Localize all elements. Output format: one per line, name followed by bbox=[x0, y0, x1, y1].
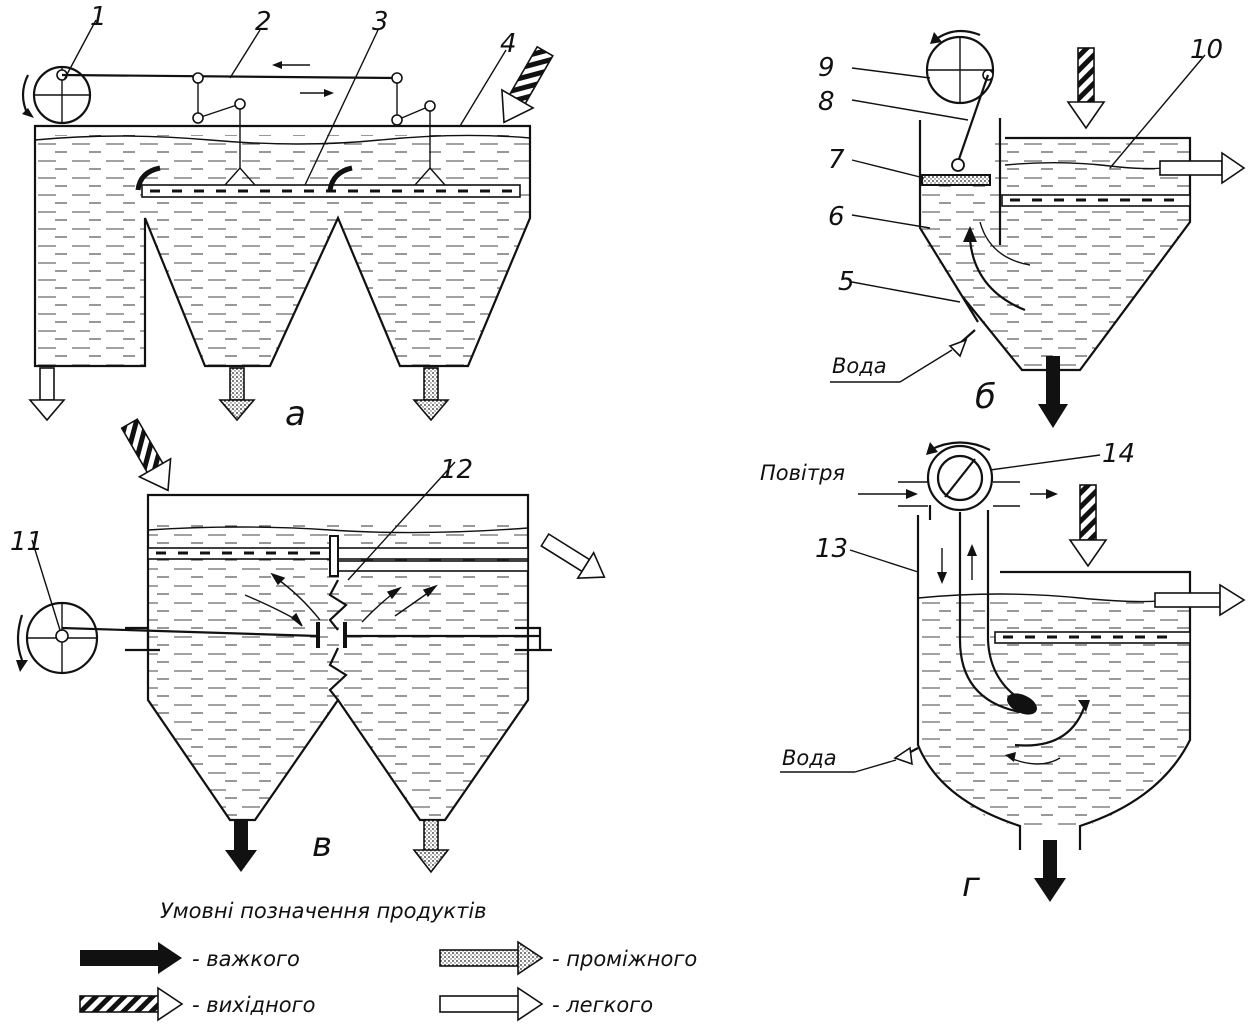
label-10: 10 bbox=[1190, 35, 1223, 65]
diagram-g bbox=[780, 441, 1246, 902]
label-11: 11 bbox=[10, 527, 43, 557]
feed-arrow-v bbox=[120, 418, 172, 492]
piston-7 bbox=[921, 174, 991, 186]
rod-8 bbox=[956, 74, 990, 163]
legend: Умовні позначення продуктів - важкого - … bbox=[79, 899, 697, 1022]
feed-arrow-b bbox=[1066, 47, 1106, 130]
legend-title: Умовні позначення продуктів bbox=[160, 899, 487, 923]
rod-v bbox=[61, 626, 319, 638]
air-label: Повітря bbox=[760, 461, 845, 485]
heavy-out-v bbox=[225, 820, 257, 872]
jig-v-body bbox=[146, 493, 530, 822]
discharge-intermediate-a2 bbox=[412, 367, 450, 422]
jig-a-body bbox=[33, 124, 532, 368]
heavy-out-g bbox=[1034, 840, 1066, 902]
label-1: 1 bbox=[90, 2, 107, 32]
legend-heavy-arrow bbox=[80, 942, 182, 974]
label-8: 8 bbox=[818, 87, 835, 117]
heavy-out-b bbox=[1038, 356, 1068, 428]
caption-a: а bbox=[285, 394, 306, 434]
label-9: 9 bbox=[818, 53, 835, 83]
diagram-v bbox=[16, 418, 606, 874]
diagram-a bbox=[21, 19, 554, 422]
intermediate-out-v bbox=[412, 819, 450, 874]
diagram-b bbox=[830, 29, 1246, 428]
water-label-g: Вода bbox=[782, 746, 837, 770]
legend-light: - легкого bbox=[552, 993, 653, 1017]
label-5: 5 bbox=[838, 267, 855, 297]
rotary-valve-14 bbox=[926, 444, 994, 512]
jig-g-body bbox=[916, 515, 1192, 850]
label-7: 7 bbox=[828, 145, 845, 175]
label-6: 6 bbox=[828, 202, 845, 232]
caption-v: в bbox=[312, 825, 332, 865]
sieve-b bbox=[1001, 194, 1191, 207]
label-12: 12 bbox=[440, 455, 473, 485]
feed-arrow-g bbox=[1068, 484, 1108, 568]
legend-light-arrow bbox=[439, 986, 544, 1022]
caption-b: б bbox=[975, 377, 996, 417]
label-3: 3 bbox=[372, 7, 389, 37]
light-out-b bbox=[1159, 151, 1246, 185]
legend-intermediate-arrow bbox=[439, 940, 544, 976]
light-out-g bbox=[1154, 583, 1246, 617]
jig-b-body bbox=[961, 136, 1192, 372]
legend-feed: - вихідного bbox=[192, 993, 316, 1017]
rod-2 bbox=[61, 73, 398, 80]
label-14: 14 bbox=[1102, 439, 1135, 469]
label-13: 13 bbox=[815, 534, 848, 564]
legend-heavy: - важкого bbox=[192, 947, 300, 971]
water-label-b: Вода bbox=[832, 354, 887, 378]
label-4: 4 bbox=[500, 29, 517, 59]
legend-intermediate: - проміжного bbox=[552, 947, 697, 971]
water-surface bbox=[34, 134, 531, 145]
legend-feed-arrow bbox=[79, 986, 184, 1022]
discharge-intermediate-a bbox=[218, 367, 256, 422]
caption-g: г bbox=[962, 865, 981, 905]
discharge-light-a bbox=[28, 367, 66, 422]
light-out-v bbox=[540, 532, 606, 580]
label-2: 2 bbox=[255, 7, 272, 37]
